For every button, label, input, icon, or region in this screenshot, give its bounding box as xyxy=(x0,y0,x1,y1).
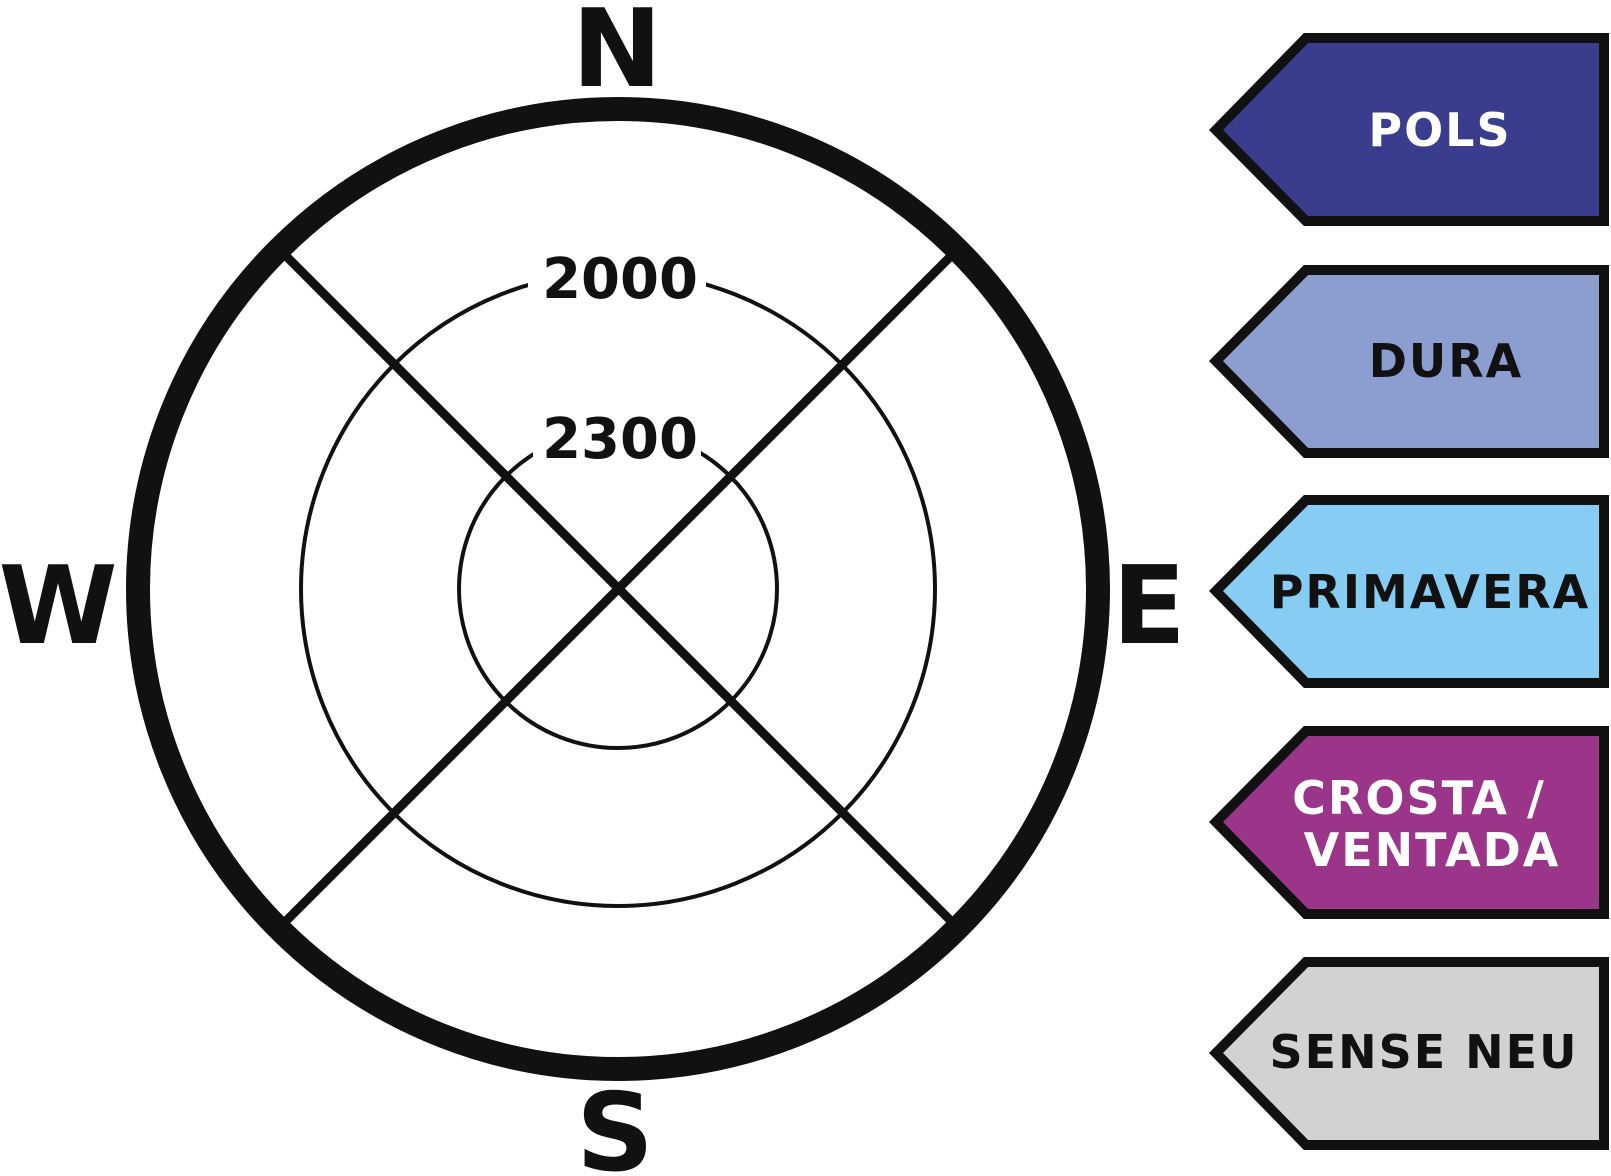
diagonal-ne-sw xyxy=(281,251,956,926)
legend-item-crosta-ventada: CROSTA / VENTADA xyxy=(1208,726,1609,919)
ring-2000-label-gap xyxy=(528,238,706,310)
legend-item-pols: POLS xyxy=(1208,33,1609,226)
compass-rose: 2000 2300 N S E W xyxy=(0,0,1186,1176)
legend-tag-crosta-ventada xyxy=(1208,726,1609,919)
north-label: N xyxy=(572,0,662,112)
legend-label-primavera: PRIMAVERA xyxy=(1270,565,1591,619)
legend: POLS DURA PRIMAVERA CROSTA / VENTADA xyxy=(1208,33,1609,1150)
legend-label-crosta-ventada: CROSTA / VENTADA xyxy=(1292,771,1564,877)
ring-2000-label: 2000 xyxy=(542,247,698,312)
legend-label-pols: POLS xyxy=(1368,103,1511,157)
legend-label-dura: DURA xyxy=(1369,334,1524,388)
legend-label-sense-neu: SENSE NEU xyxy=(1270,1025,1579,1079)
south-label: S xyxy=(576,1071,654,1176)
legend-tag-sense-neu xyxy=(1208,957,1609,1150)
west-label: W xyxy=(0,544,118,669)
legend-tag-pols xyxy=(1208,33,1609,226)
east-label: E xyxy=(1112,544,1186,669)
legend-item-sense-neu: SENSE NEU xyxy=(1208,957,1609,1150)
ring-2300-label-gap xyxy=(533,398,701,470)
ring-2300-label: 2300 xyxy=(542,407,698,472)
outer-ring xyxy=(126,97,1110,1081)
legend-item-primavera: PRIMAVERA xyxy=(1208,495,1609,688)
legend-item-dura: DURA xyxy=(1208,265,1609,458)
legend-tag-primavera xyxy=(1208,495,1609,688)
legend-tag-dura xyxy=(1208,265,1609,458)
